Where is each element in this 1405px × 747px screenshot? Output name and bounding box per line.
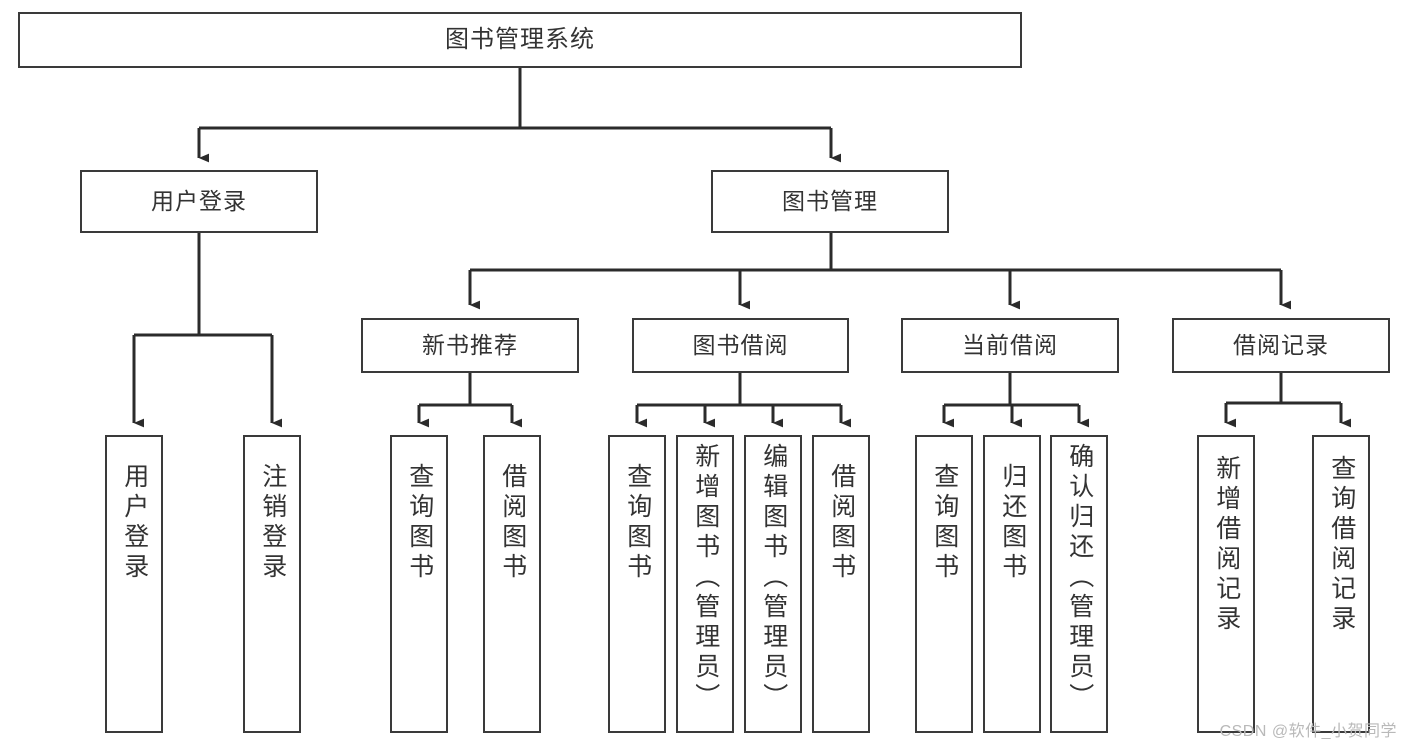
node-label: 查询图书 <box>623 463 652 583</box>
node-label: 借阅记录 <box>1233 331 1329 358</box>
node-book-borrow[interactable]: 图书借阅 <box>632 318 849 373</box>
leaf-recommend-borrow-book[interactable]: 借阅图书 <box>483 435 541 733</box>
node-label: 注销登录 <box>258 463 287 583</box>
leaf-user-login-logout[interactable]: 注销登录 <box>243 435 301 733</box>
node-label: 查询图书 <box>930 463 959 583</box>
node-borrow-record[interactable]: 借阅记录 <box>1172 318 1390 373</box>
node-label: 用户登录 <box>120 463 149 583</box>
node-label: 新增图书（管理员） <box>691 443 720 713</box>
leaf-borrow-borrow-book[interactable]: 借阅图书 <box>812 435 870 733</box>
leaf-borrow-query-book[interactable]: 查询图书 <box>608 435 666 733</box>
leaf-recommend-query-book[interactable]: 查询图书 <box>390 435 448 733</box>
leaf-current-return-book[interactable]: 归还图书 <box>983 435 1041 733</box>
node-current-borrow[interactable]: 当前借阅 <box>901 318 1119 373</box>
watermark: CSDN @软件_小贺同学 <box>1219 723 1397 740</box>
node-root-system[interactable]: 图书管理系统 <box>18 12 1022 68</box>
leaf-borrow-add-book[interactable]: 新增图书（管理员） <box>676 435 734 733</box>
leaf-borrow-edit-book[interactable]: 编辑图书（管理员） <box>744 435 802 733</box>
node-label: 当前借阅 <box>962 331 1058 358</box>
node-label: 借阅图书 <box>498 463 527 583</box>
node-label: 查询图书 <box>405 463 434 583</box>
node-label: 借阅图书 <box>827 463 856 583</box>
node-label: 图书管理 <box>782 187 878 214</box>
node-book-management[interactable]: 图书管理 <box>711 170 949 233</box>
node-label: 新增借阅记录 <box>1212 455 1241 635</box>
node-label: 图书管理系统 <box>445 25 595 53</box>
node-label: 归还图书 <box>998 463 1027 583</box>
leaf-current-confirm-return[interactable]: 确认归还（管理员） <box>1050 435 1108 733</box>
node-label: 编辑图书（管理员） <box>759 443 788 713</box>
leaf-record-query-record[interactable]: 查询借阅记录 <box>1312 435 1370 733</box>
node-label: 新书推荐 <box>422 331 518 358</box>
leaf-record-add-record[interactable]: 新增借阅记录 <box>1197 435 1255 733</box>
leaf-user-login-login[interactable]: 用户登录 <box>105 435 163 733</box>
leaf-current-query-book[interactable]: 查询图书 <box>915 435 973 733</box>
node-new-book-recommend[interactable]: 新书推荐 <box>361 318 579 373</box>
node-label: 确认归还（管理员） <box>1065 443 1094 713</box>
node-label: 查询借阅记录 <box>1327 455 1356 635</box>
node-label: 用户登录 <box>151 187 247 214</box>
node-label: 图书借阅 <box>692 331 789 358</box>
node-user-login[interactable]: 用户登录 <box>80 170 318 233</box>
